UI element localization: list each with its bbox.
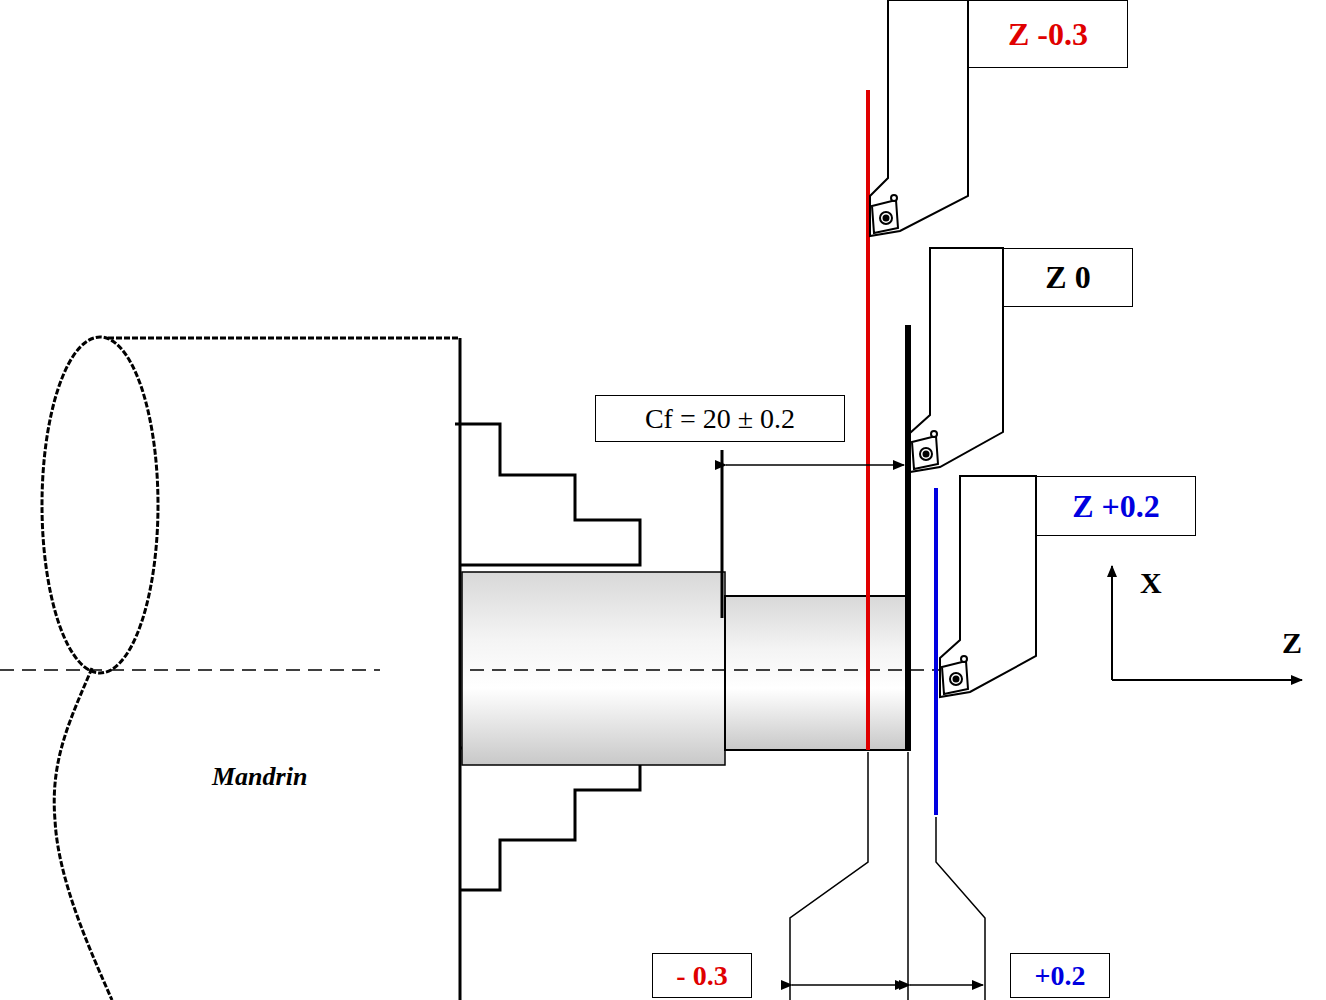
workpiece-large xyxy=(462,572,725,765)
cutting-tool xyxy=(910,248,1003,472)
dimension-arrow xyxy=(910,984,983,986)
axis-arrow xyxy=(1112,679,1302,681)
node-text: Z 0 xyxy=(1045,259,1090,296)
face-plane xyxy=(905,325,911,750)
value-box: - 0.3 xyxy=(652,953,752,998)
chuck-body xyxy=(42,337,460,1000)
face-plane xyxy=(866,90,870,750)
dimension-box: Cf = 20 ± 0.2 xyxy=(595,395,845,442)
node-text: +0.2 xyxy=(1035,960,1086,992)
cutting-tool xyxy=(940,476,1036,697)
cutting-tool xyxy=(870,0,968,236)
chuck-face xyxy=(459,338,462,1000)
value-box: Z 0 xyxy=(1003,248,1133,307)
value-box: Z +0.2 xyxy=(1036,476,1196,536)
axis-label: Z xyxy=(1282,626,1302,660)
axis-line xyxy=(470,669,948,671)
dimension-arrow xyxy=(726,464,904,466)
axis-arrow xyxy=(1111,566,1113,680)
node-text: Z +0.2 xyxy=(1072,488,1160,525)
node-text: - 0.3 xyxy=(676,960,727,992)
value-box: +0.2 xyxy=(1010,953,1110,998)
leader-line xyxy=(790,752,985,1000)
chuck-jaw xyxy=(460,748,640,890)
value-box: Z -0.3 xyxy=(968,0,1128,68)
workpiece-small xyxy=(725,596,910,750)
dimension-arrow xyxy=(792,984,906,986)
axis-label: X xyxy=(1140,566,1162,600)
node-text: Z -0.3 xyxy=(1008,16,1088,53)
chuck-jaw xyxy=(455,424,640,565)
extension-line xyxy=(721,450,724,618)
part-label: Mandrin xyxy=(212,762,307,792)
face-plane xyxy=(934,488,938,815)
axis-line xyxy=(0,669,380,671)
node-text: Cf = 20 ± 0.2 xyxy=(645,403,795,435)
